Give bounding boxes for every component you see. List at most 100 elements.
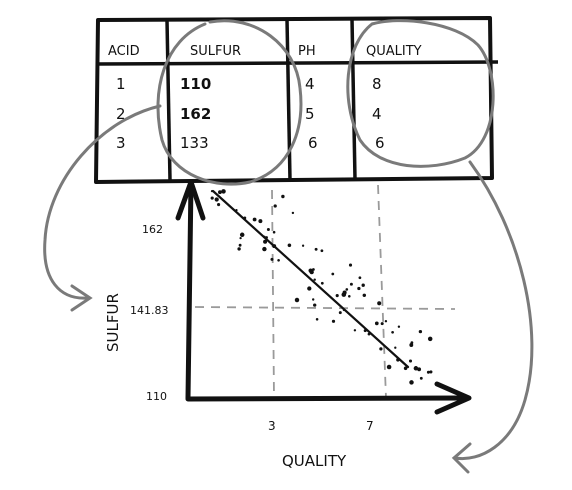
cell-acid-3: 3 <box>116 134 126 152</box>
scatter-point <box>263 239 268 244</box>
scatter-point <box>301 244 305 247</box>
scatter-point <box>272 244 277 249</box>
scatter-point <box>252 217 257 222</box>
scatter-point <box>348 263 353 267</box>
scatter-point <box>258 219 263 224</box>
scatter-point <box>239 232 245 238</box>
scatter-point <box>266 228 270 231</box>
scatter-point <box>353 329 357 332</box>
scatter-point <box>384 320 388 323</box>
x-axis-label: QUALITY <box>282 452 347 470</box>
scatter-point <box>314 247 318 251</box>
y-axis-label: SULFUR <box>104 293 122 352</box>
cell-sulfur-3: 133 <box>180 134 209 152</box>
scatter-point <box>335 294 339 298</box>
scatter-point <box>217 203 221 207</box>
trend-line <box>211 189 410 369</box>
quality-arrow-head <box>451 442 472 474</box>
data-table: ACID SULFUR PH QUALITY 1 110 4 8 2 162 5… <box>94 16 499 184</box>
x-tick-3: 3 <box>268 419 276 433</box>
y-tick-141-83: 141.83 <box>130 304 169 317</box>
scatter-point <box>345 288 349 291</box>
scatter-point <box>374 321 379 326</box>
scatter-point <box>235 208 238 212</box>
scatter-point <box>287 243 292 248</box>
y-tick-162: 162 <box>142 223 163 236</box>
scatter-point <box>419 376 423 380</box>
scatter-point <box>386 364 392 370</box>
sulfur-arrow-head <box>70 284 93 312</box>
scatter-point <box>418 329 423 334</box>
sulfur-to-axis-arrow <box>43 104 162 300</box>
cell-ph-3: 6 <box>308 134 318 152</box>
scatter-point <box>210 196 214 200</box>
scatter-point <box>408 359 413 363</box>
scatter-point <box>320 281 324 285</box>
highlight-annotations <box>43 19 534 474</box>
scatter-point <box>312 298 315 301</box>
scatter-point <box>349 282 353 286</box>
y-tick-110: 110 <box>146 390 167 403</box>
scatter-point <box>427 336 433 342</box>
scatter-point <box>277 259 280 262</box>
sulfur-column-circle <box>156 19 303 186</box>
scatter-point <box>243 216 247 220</box>
reference-lines <box>194 184 456 399</box>
scatter-point <box>363 329 367 333</box>
scatter-point <box>308 268 313 273</box>
scatter-point <box>263 235 266 239</box>
scatter-point <box>358 276 362 280</box>
scatter-point <box>397 325 401 328</box>
scatter-point <box>262 246 267 252</box>
scatter-point <box>426 370 430 374</box>
cell-acid-1: 1 <box>116 75 126 93</box>
scatter-point <box>380 322 384 326</box>
scatter-point <box>272 230 276 234</box>
header-acid: ACID <box>108 44 140 59</box>
cell-ph-1: 4 <box>305 75 315 93</box>
header-sulfur: SULFUR <box>190 44 241 59</box>
scatter-point <box>417 367 422 372</box>
scatter-point <box>239 236 242 240</box>
quality-column-circle <box>346 19 495 168</box>
scatter-point <box>218 190 222 195</box>
cell-quality-1: 8 <box>372 75 382 93</box>
x-axis-arrow-head <box>434 381 472 415</box>
cell-sulfur-1: 110 <box>180 75 211 93</box>
scatter-point <box>307 286 312 291</box>
scatter-point <box>270 257 274 261</box>
cell-ph-2: 5 <box>305 105 315 123</box>
quality-to-axis-arrow <box>453 160 534 461</box>
scatter-point <box>291 211 295 215</box>
scatter-point <box>413 366 419 371</box>
scatter-point <box>320 249 324 253</box>
scatter-point <box>357 286 361 291</box>
header-quality: QUALITY <box>366 44 422 59</box>
scatter-point <box>409 380 414 385</box>
cell-quality-2: 4 <box>372 105 382 123</box>
scatter-points <box>210 189 433 385</box>
scatter-point <box>379 347 383 351</box>
scatter-point <box>338 311 342 315</box>
scatter-point <box>394 346 397 349</box>
scatter-point <box>237 247 241 251</box>
scatter-point <box>331 319 336 323</box>
scatter-point <box>273 204 277 208</box>
scatter-point <box>313 278 316 281</box>
y-axis <box>185 179 194 401</box>
scatter-point <box>367 332 371 336</box>
scatter-point <box>396 358 400 362</box>
cell-sulfur-2: 162 <box>180 105 211 123</box>
scatter-point <box>377 301 382 306</box>
scatter-point <box>342 308 346 312</box>
header-ph: PH <box>298 44 316 59</box>
cell-quality-3: 6 <box>375 134 385 152</box>
y-axis-arrow-head <box>175 179 206 221</box>
scatter-point <box>210 190 214 193</box>
scatter-point <box>294 297 300 303</box>
scatter-point <box>313 303 317 307</box>
scatter-point <box>315 318 319 321</box>
scatter-point <box>238 243 242 247</box>
scatter-point <box>361 283 365 287</box>
